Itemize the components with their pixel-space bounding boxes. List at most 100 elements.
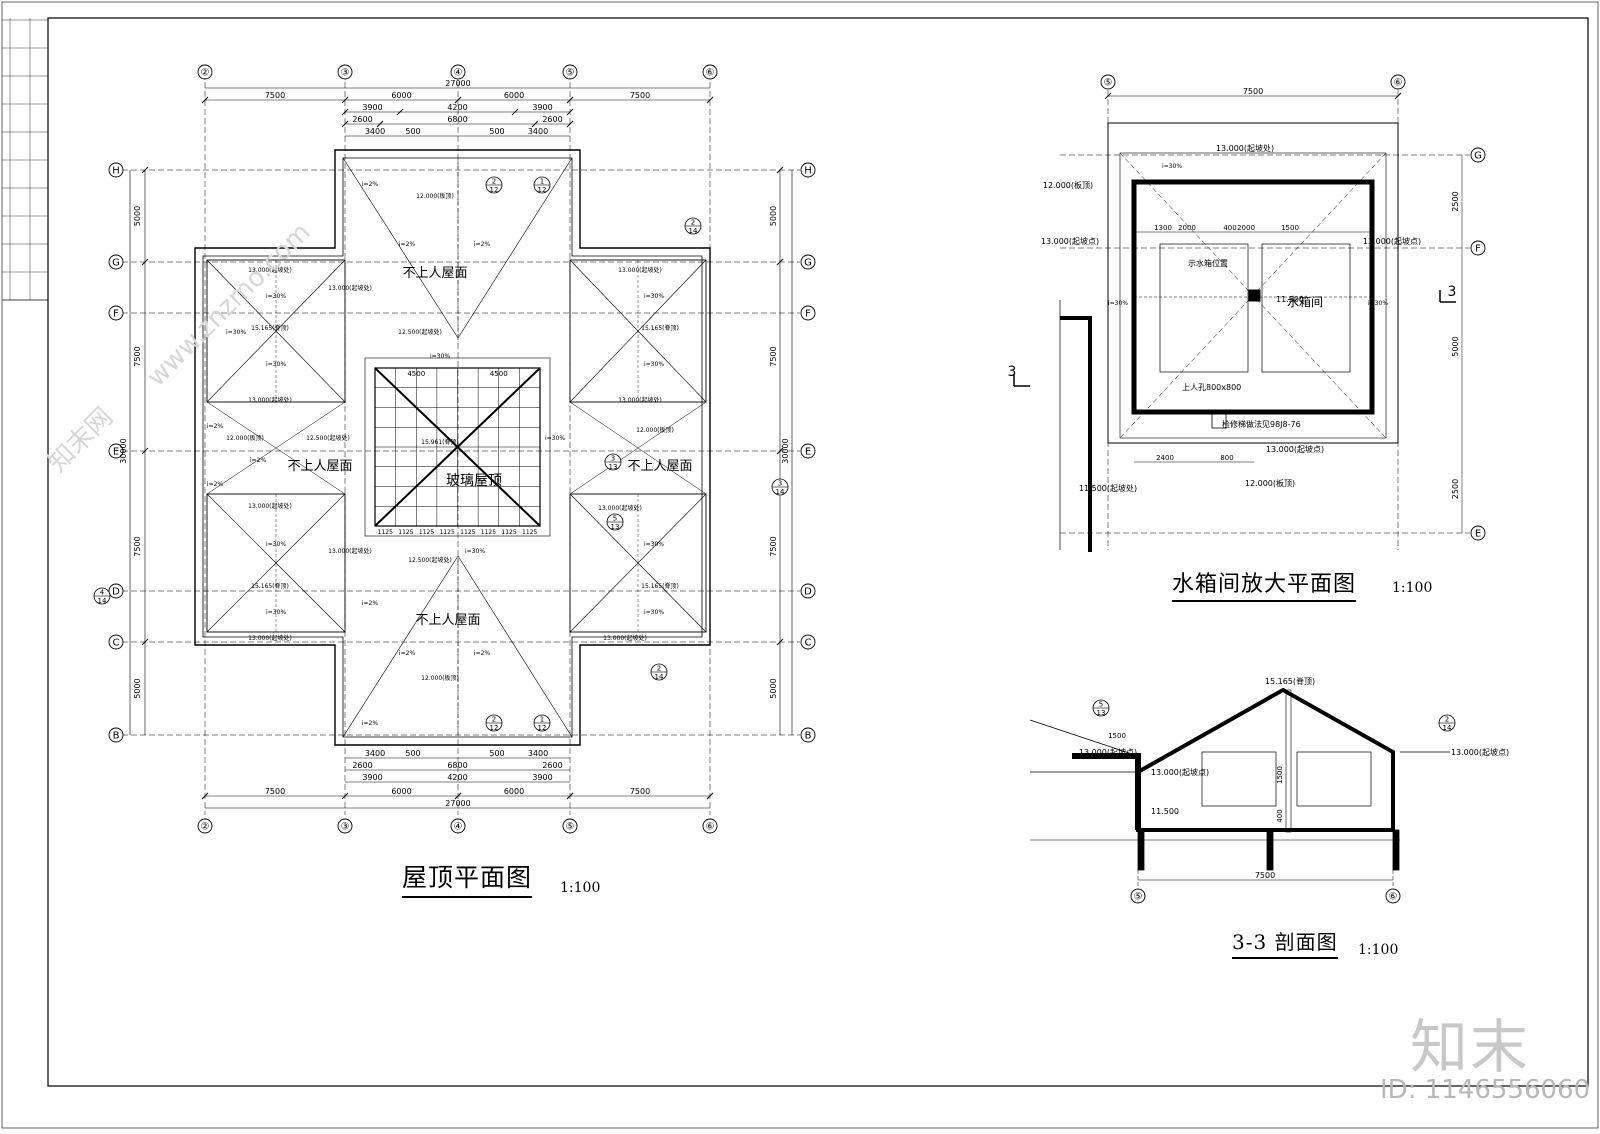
- hip-center-top-l: [342, 157, 459, 339]
- tank-dim-inner-1: 2000: [1178, 224, 1196, 232]
- axis-top-1: ③: [341, 68, 350, 79]
- section-wall-left: [1137, 829, 1145, 871]
- slope-note-15: i=30%: [644, 609, 664, 616]
- tank-slope-left: i=30%: [1108, 300, 1128, 307]
- tank-label-position: 示水箱位置: [1188, 258, 1228, 268]
- slope-note-9: i=2%: [250, 457, 267, 464]
- roof-plan-scale: 1:100: [560, 880, 601, 896]
- dim-top-r1-0: 7500: [265, 91, 285, 100]
- axis-bottom-4: ⑥: [706, 822, 715, 833]
- slope-note-18: i=2%: [362, 600, 379, 607]
- axis-left-1-circle: [108, 254, 124, 270]
- dim-bot-r1-0: 3400: [365, 749, 385, 758]
- tank-elev-slope-left: 13.000(起坡点): [1041, 236, 1099, 246]
- dim-bot-r2-1: 6800: [447, 761, 467, 770]
- dim-left-2: 7500: [133, 536, 142, 556]
- dim-tick: [566, 108, 574, 116]
- tank-roof-eave: [1119, 152, 1387, 439]
- elev-note-19: 12.000(板顶): [421, 674, 459, 682]
- dim-tick: [706, 792, 714, 800]
- axis-right-5: C: [805, 638, 812, 649]
- slope-note-14: i=30%: [644, 541, 664, 548]
- dim-tick: [566, 120, 574, 128]
- axis-right-1-circle: [800, 254, 816, 270]
- elev-note-1: 13.000(起坡处): [248, 266, 292, 274]
- ref-3-14-sheet: 14: [776, 488, 785, 496]
- axis-right-4-circle: [800, 583, 816, 599]
- watermark-id: ID: 1146556060: [1380, 1075, 1591, 1105]
- tank-axis-G-circle: [1470, 147, 1486, 163]
- dim-bot-r4-0: 7500: [265, 787, 285, 796]
- glass-span-0: 4500: [407, 370, 425, 378]
- dim-top-r1-3: 7500: [630, 91, 650, 100]
- axis-top-0-circle: [197, 64, 213, 80]
- axis-right-6: B: [805, 731, 812, 742]
- dim-bot-r4-1: 6000: [391, 787, 411, 796]
- tank-axis-F: F: [1475, 244, 1481, 255]
- hip-center-bot-r: [457, 555, 573, 738]
- tank-axis-E-circle: [1470, 525, 1486, 541]
- glass-dim-7: 1125: [522, 529, 537, 536]
- ref-2-14-bot-num: 2: [657, 665, 661, 673]
- elev-note-8: 12.000(板顶): [226, 434, 264, 442]
- tank-axis-6: ⑥: [1394, 78, 1403, 89]
- axis-left-4: D: [112, 587, 120, 598]
- axis-left-6-circle: [108, 727, 124, 743]
- tank-label-ladder: 检修梯做法见98J8-76: [1222, 419, 1301, 429]
- section-elev-floor: 11.500: [1151, 807, 1179, 816]
- section-tank-left: [1201, 751, 1277, 807]
- hip-roof-sw-hip: [206, 493, 277, 564]
- axis-left-5-circle: [108, 634, 124, 650]
- ref-1-12-top-sheet: 12: [538, 186, 547, 194]
- tank-dim-bottom-1: 800: [1220, 454, 1233, 462]
- section-floor: [1136, 772, 1393, 832]
- axis-top-4-circle: [702, 64, 718, 80]
- label-no-access-bottom: 不上人屋面: [415, 613, 480, 628]
- elev-note-4: 13.000(起坡处): [248, 396, 292, 404]
- axis-right-1: G: [804, 258, 812, 269]
- dim-tick: [201, 792, 209, 800]
- dim-top-r1-1: 6000: [391, 91, 411, 100]
- axis-right-0-circle: [800, 162, 816, 178]
- elev-note-16: 13.000(起坡处): [598, 504, 642, 512]
- elev-note-13: 13.000(起坡处): [328, 547, 372, 555]
- axis-bottom-1-circle: [337, 818, 353, 834]
- tank-dim-inner-4: 1500: [1281, 224, 1299, 232]
- label-no-access-left: 不上人屋面: [287, 459, 352, 474]
- elev-note-2: 13.000(起坡处): [328, 284, 372, 292]
- dim-top-r3-1: 6800: [447, 115, 467, 124]
- axis-left-1: G: [112, 258, 120, 269]
- axis-right-3-circle: [800, 443, 816, 459]
- glass-dim-1: 1125: [398, 529, 413, 536]
- dim-right-0: 5000: [769, 206, 778, 226]
- ref-2-14-bot-sheet: 14: [655, 673, 664, 681]
- slope-note-10: i=2%: [207, 481, 224, 488]
- axis-right-2: F: [805, 309, 811, 320]
- watermark-logo: 知末: [1410, 1013, 1531, 1081]
- axis-bottom-3: ⑤: [566, 822, 575, 833]
- hip-west-2: [206, 401, 346, 495]
- ref-5-13-num: 5: [613, 515, 617, 523]
- hip-roof-ne-hip: [569, 330, 639, 403]
- hip-roof-sw-hip: [275, 493, 346, 564]
- hip-roof-nw-hip: [275, 259, 346, 332]
- section-tank-right: [1296, 751, 1372, 807]
- section-axis-6: ⑥: [1389, 892, 1398, 903]
- elev-note-9: 12.500(起坡处): [306, 434, 350, 442]
- section-elev-right: 13.000(起坡点): [1451, 747, 1509, 757]
- tank-slope-top: i=30%: [1162, 163, 1182, 170]
- axis-left-3-circle: [108, 443, 124, 459]
- tank-dim-inner-3: 2000: [1237, 224, 1255, 232]
- dim-tick: [776, 447, 784, 455]
- dim-top-r2-2: 3900: [532, 103, 552, 112]
- dim-bot-r1-2: 500: [489, 749, 504, 758]
- ref-1-12-bot-num: 1: [540, 716, 544, 724]
- ref-4-14-num: 4: [100, 589, 105, 597]
- ref-2-14-top-num: 2: [691, 219, 695, 227]
- dim-right-3: 5000: [769, 678, 778, 698]
- tank-elev-floor: 11.500: [1276, 295, 1304, 304]
- axis-left-5: C: [113, 638, 120, 649]
- section-elev-left: 13.000(起坡点): [1079, 747, 1137, 757]
